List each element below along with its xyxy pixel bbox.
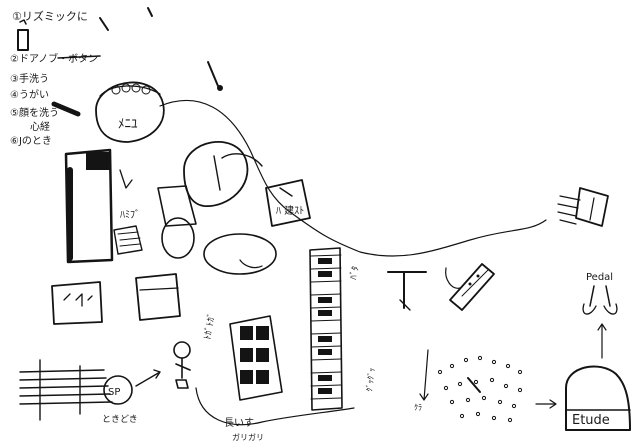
keyboard-black-key [318, 388, 332, 394]
fill-label: ﾊﾐﾌﾞ [120, 209, 140, 221]
etude-label: Etude [572, 413, 610, 428]
small-keyboard: ﾄｶﾞﾄｶﾞ [202, 312, 283, 401]
dot-mark [459, 413, 465, 419]
list-item-5b: 心経 [30, 120, 50, 133]
bottom-arrow [195, 387, 355, 426]
dot-mark [473, 379, 479, 385]
list-item-4: ④うがい [10, 88, 49, 101]
bottom-label: 長いす [224, 417, 254, 429]
dot-mark [517, 387, 523, 393]
box-label: ﾊ 建ｽﾄ [276, 204, 304, 217]
keyboard-strip [309, 247, 343, 411]
keyboard-key-line [310, 319, 342, 322]
small-keyboard-key [256, 348, 269, 362]
dot-mark [449, 399, 455, 405]
keyboard-black-key [318, 375, 332, 381]
keyboard-key-line [310, 371, 342, 374]
keyboard-key-line [310, 293, 342, 296]
card-sketch [51, 281, 103, 325]
small-arrow [419, 349, 429, 401]
small-keyboard-key [240, 348, 253, 362]
bucket-sketch [135, 273, 181, 321]
dot-mark [475, 411, 481, 417]
keyboard-key-line [310, 345, 342, 348]
pedal-label: Pedal [586, 272, 613, 283]
dot-mark [437, 369, 443, 375]
face-label: ﾒﾆﾕ [118, 117, 138, 132]
list-item-6: ⑥Jのとき [10, 135, 52, 147]
dot-mark [511, 403, 517, 409]
dot-mark [489, 377, 495, 383]
dot-mark [491, 415, 497, 421]
vertical-text-c: ﾊﾞﾀ [348, 265, 361, 280]
dot-mark [443, 385, 449, 391]
stroke-mark [99, 17, 109, 31]
list-item-3: ③手洗う [10, 72, 49, 85]
staff-sketch: SP ときどき [19, 359, 161, 425]
dot-mark [497, 399, 503, 405]
vertical-text-a: ﾄｶﾞﾄｶﾞ [202, 312, 218, 341]
bottom-sublabel: ガリガリ [232, 432, 264, 442]
dot-mark [505, 363, 511, 369]
vertical-text-b: ｸﾞｯｸﾞｯ [365, 367, 376, 392]
small-keyboard-key [240, 326, 253, 340]
keyboard-key-line [310, 254, 342, 257]
connecting-curve [159, 99, 547, 257]
piano-sketch: Etude [565, 323, 631, 431]
sp-label: SP [108, 387, 120, 398]
keyboard-key-line [310, 280, 342, 283]
cymbal-sketch [183, 141, 263, 207]
keyboard-key-line [310, 358, 342, 361]
pen-mark [51, 101, 81, 117]
dot-field [437, 355, 523, 423]
tall-block-sketch [64, 148, 133, 264]
dot-mark [463, 357, 469, 363]
pin-mark [207, 61, 219, 87]
dot-mark [503, 383, 509, 389]
keyboard-key-line [310, 384, 342, 387]
dot-mark [465, 397, 471, 403]
dot-mark [507, 417, 513, 423]
list-item-5: ⑤顔を洗う [10, 106, 59, 119]
lever-sketch: ﾊﾞﾀ [348, 265, 427, 311]
pedal-sketch: Pedal [582, 272, 618, 315]
dot-mark [449, 363, 455, 369]
cup-icon [17, 29, 29, 51]
comb-sketch [557, 187, 609, 227]
keyboard-key-line [310, 267, 342, 270]
keyboard-key-line [310, 397, 342, 400]
dot-mark [517, 369, 523, 375]
walk-text: ときどき [102, 414, 138, 425]
dot-mark [457, 381, 463, 387]
keyboard-key-line [310, 332, 342, 335]
dot-mark [491, 359, 497, 365]
list-item-2: ②ドアノブ・ボタン [10, 52, 98, 65]
list-item-1: ①リズミックに [12, 9, 88, 23]
small-keyboard-key [256, 326, 269, 340]
pencil-mark [467, 377, 481, 393]
bowl-sketch [203, 233, 277, 275]
keyboard-key-line [310, 306, 342, 309]
keyboard-black-key [318, 297, 332, 303]
small-keyboard-key [240, 370, 253, 384]
keyboard-black-key [318, 271, 332, 277]
list-block: ①リズミックに ②ドアノブ・ボタン ③手洗う ④うがい ⑤顔を洗う 心経 ⑥Jの… [10, 9, 101, 147]
dot-mark [477, 355, 483, 361]
dot-mark [481, 395, 487, 401]
dot-label: ｸﾗ [414, 403, 422, 412]
figure-sketch [173, 341, 191, 389]
rod-sketch [445, 263, 495, 311]
face-sketch: ﾒﾆﾕ [95, 81, 165, 143]
keyboard-black-key [318, 258, 332, 264]
note-box: ﾊ 建ｽﾄ [265, 179, 311, 227]
small-keyboard-key [256, 370, 269, 384]
can-sketch [113, 185, 197, 259]
keyboard-black-key [318, 310, 332, 316]
keyboard-black-key [318, 336, 332, 342]
keyboard-black-key [318, 349, 332, 355]
